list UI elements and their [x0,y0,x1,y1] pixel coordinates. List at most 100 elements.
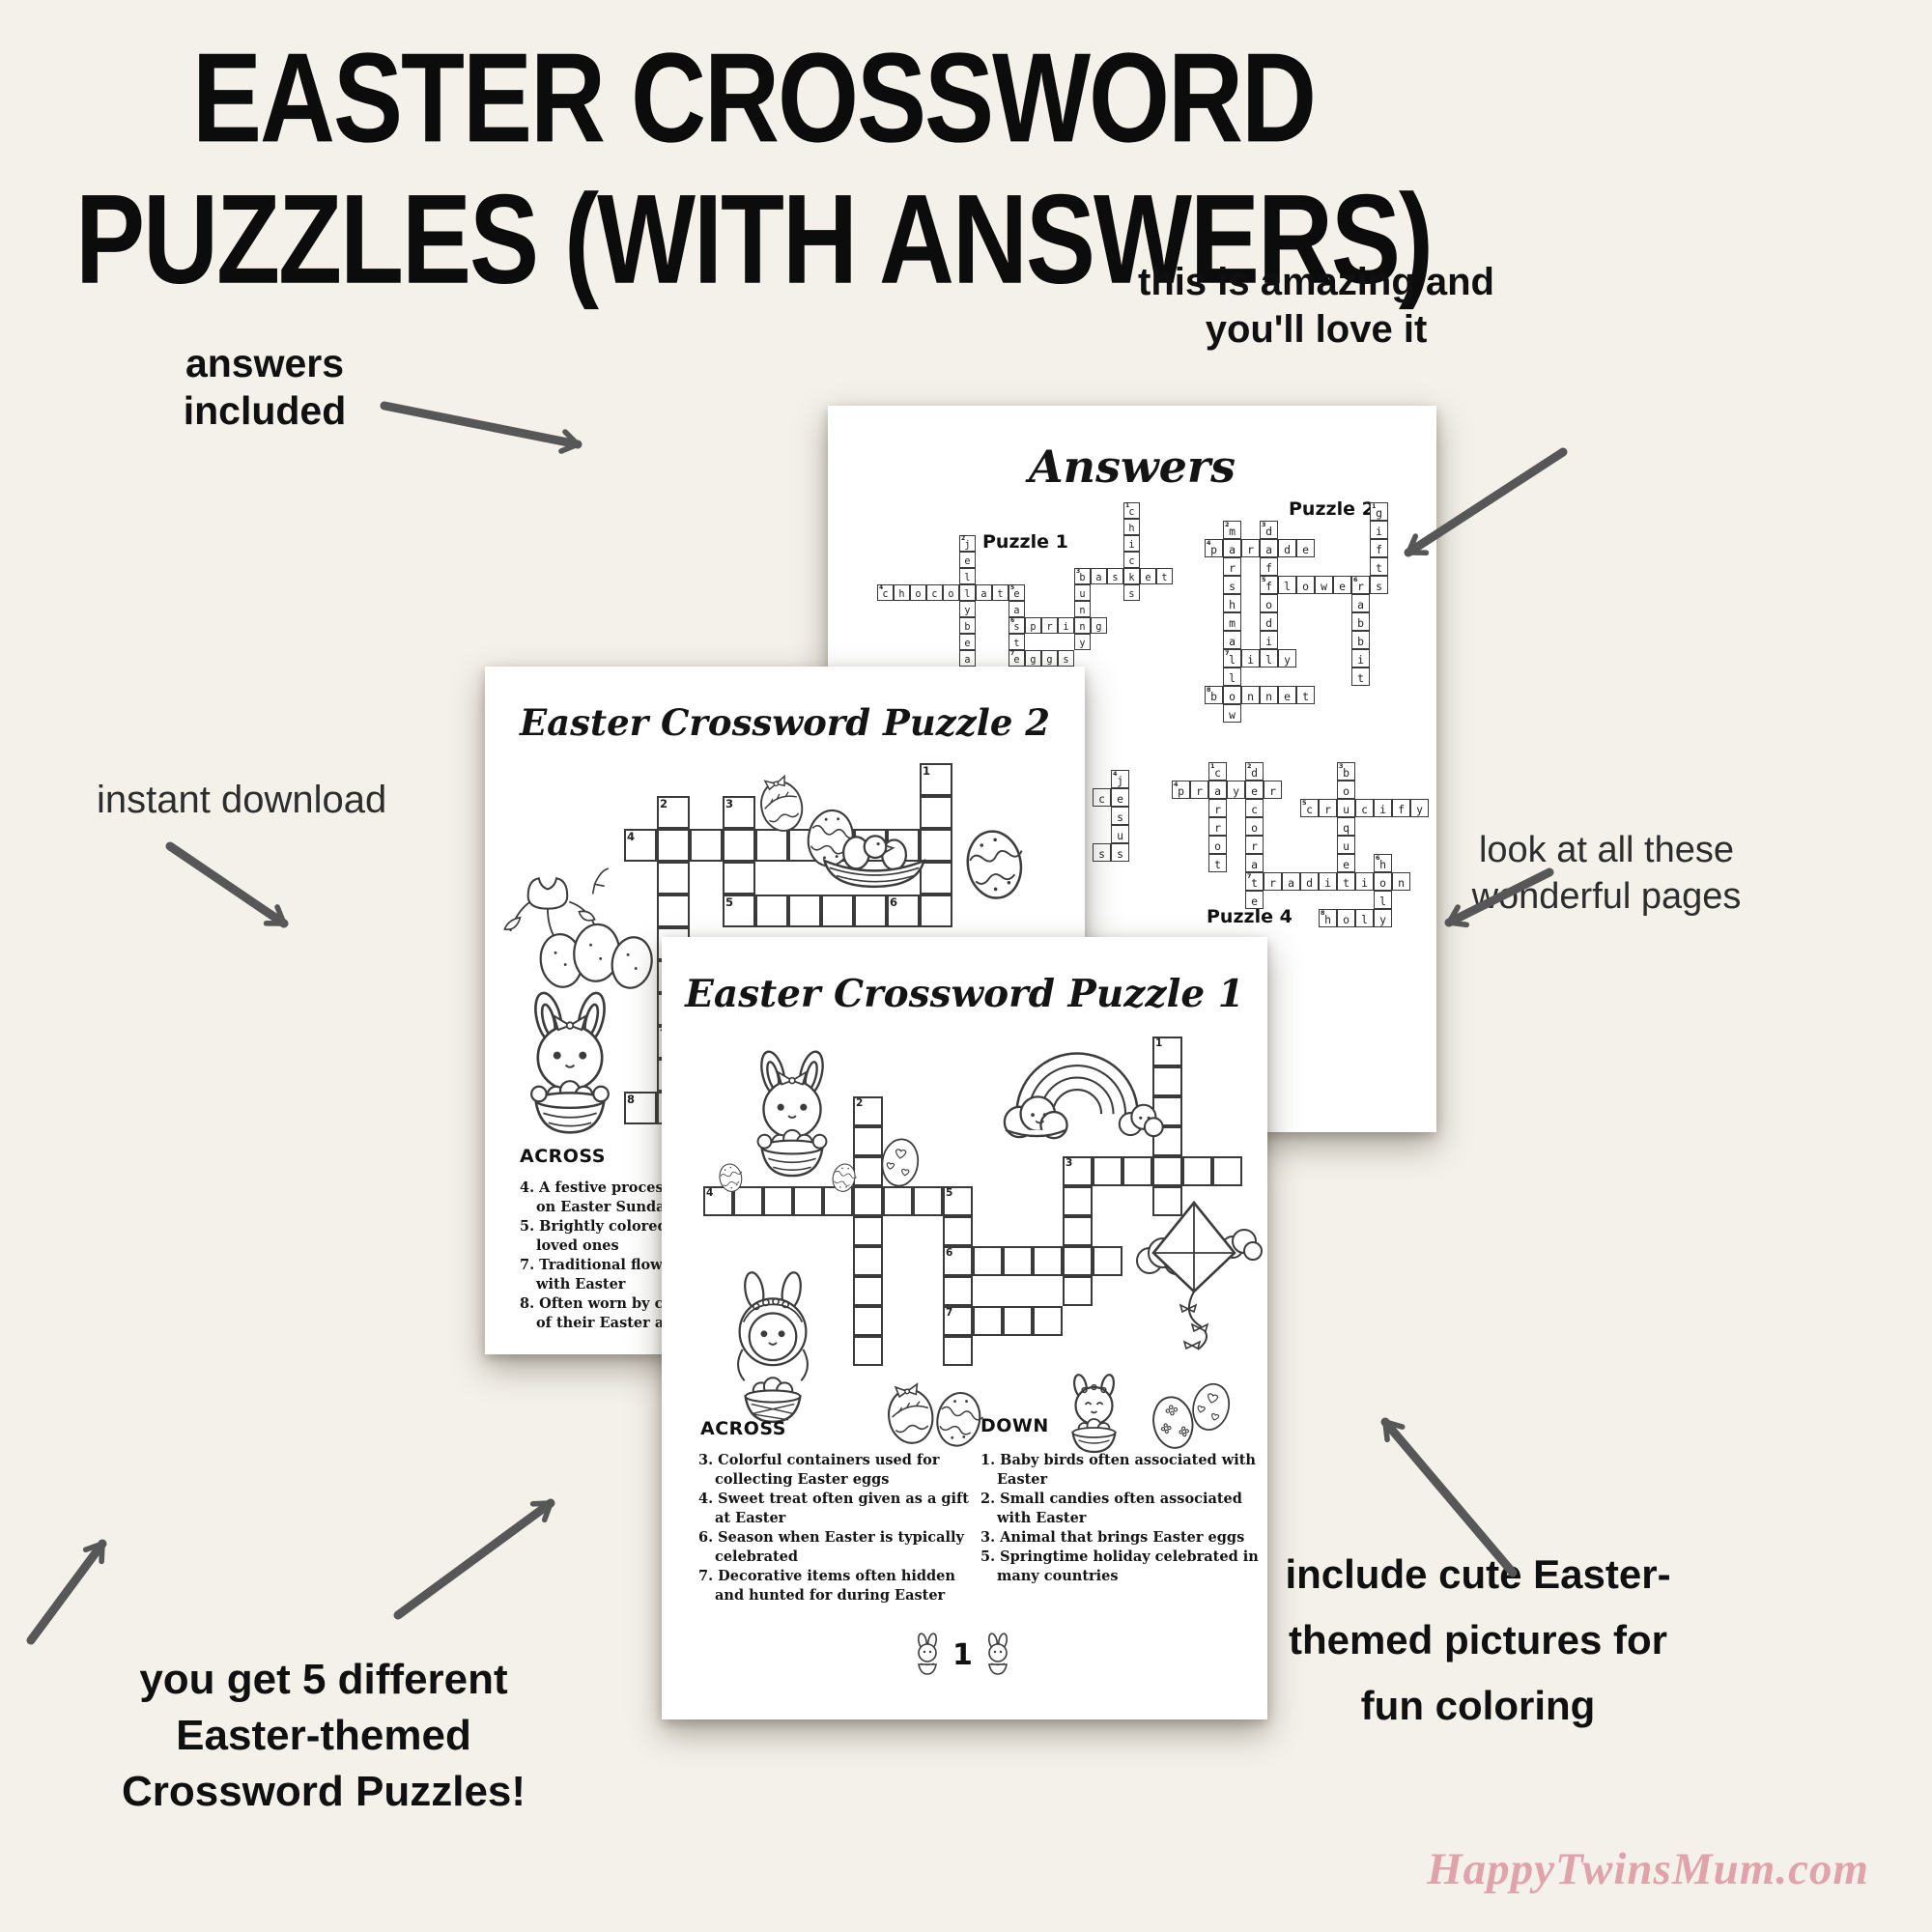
crossword-cell: f [1370,539,1388,557]
clue-line: on Easter Sunday [536,1199,673,1215]
crossword-cell: a [1223,539,1241,557]
crossword-cell [920,796,952,829]
crossword-cell: e [1337,854,1355,872]
crossword-cell: e [1278,686,1296,704]
crossword-cell: y [959,601,976,617]
crossword-cell: s [1370,576,1388,594]
watermark-happytwinsmum: HappyTwinsMum.com [1427,1844,1869,1894]
crossword-cell: r [1208,817,1227,836]
crossword-cell [1152,1186,1182,1216]
crossword-cell [1182,1156,1212,1186]
crossword-cell: 5 [723,895,755,927]
clue-line: 4. A festive processio [520,1179,687,1196]
crossword-cell: e [1140,568,1156,584]
crossword-cell: o [1260,594,1278,612]
puzzle2-page-title: Easter Crossword Puzzle 2 [519,701,1051,744]
crossword-cell: y [1374,909,1392,927]
crossword-cell: s [1111,843,1129,862]
crossword-cell: o [1374,872,1392,891]
crossword-cell: i [1319,872,1337,891]
note-cute-pictures: include cute Easter- themed pictures for… [1256,1542,1700,1739]
crossword-cell: y [1278,649,1296,668]
crossword-cell: g [1025,650,1041,667]
crossword-cell: a [1282,872,1300,891]
crossword-cell: k [1123,568,1140,584]
crossword-cell: e [1245,891,1264,909]
crossword-cell: r [1264,781,1282,799]
crossword-cell [755,895,788,927]
clue-line: loved ones [536,1237,619,1254]
note-cute-line2: themed pictures for [1288,1617,1668,1662]
crossword-cell [920,862,952,895]
crossword-cell: o [1245,817,1264,836]
crossword-cell: u [1337,836,1355,854]
crossword-cell: l [959,568,976,584]
crossword-cell: q [1337,817,1355,836]
crossword-cell: c [1123,552,1140,568]
crossword-cell: w [1223,704,1241,723]
crossword-cell: 3 [723,796,755,829]
note-answers-included: answers included [143,340,386,435]
heart-egg-icon [878,1136,923,1189]
crossword-cell: o [943,584,959,601]
clue-line: with Easter [997,1510,1087,1526]
crossword-cell: l [1355,909,1374,927]
crossword-cell: r [1245,836,1264,854]
crossword-cell: a [976,584,992,601]
crossword-cell [853,1126,883,1156]
clue-line: at Easter [715,1510,786,1526]
crossword-cell: g [1041,650,1058,667]
note-five-line1: you get 5 different [139,1656,508,1703]
clue-line: 1. Baby birds often associated with [980,1452,1256,1468]
note-wonderful-line2: wonderful pages [1471,876,1742,917]
crossword-cell: a [1351,594,1370,612]
note-wonderful-line1: look at all these [1478,830,1735,870]
crossword-cell [657,862,690,895]
note-amazing-line1: this is amazing and [1138,261,1494,303]
crossword-cell: a [1245,854,1264,872]
crossword-cell: s [1058,650,1074,667]
note-five-line3: Crossword Puzzles! [121,1768,526,1815]
crossword-cell [1212,1156,1242,1186]
clue-line: 4. Sweet treat often given as a gift [698,1491,969,1507]
crossword-cell [883,1186,913,1216]
crossword-cell [1033,1246,1063,1276]
clue-line: with Easter [536,1276,626,1293]
crossword-cell: i [1058,617,1074,634]
crossword-cell: l [1374,891,1392,909]
crossword-cell: 6 [943,1246,973,1276]
crossword-cell: 2 [657,796,690,829]
crossword-cell [1152,1156,1182,1186]
note-instant-download: instant download [97,779,406,822]
crossword-cell: f [1392,799,1410,817]
rainbow-clouds-icon [1003,1052,1164,1140]
crossword-cell: b [1351,612,1370,631]
headline-line-1: EASTER CROSSWORD [191,25,1317,169]
note-five-line2: Easter-themed [176,1712,471,1759]
crossword-cell [657,829,690,862]
clue-line: 5. Brightly colored bl [520,1218,688,1235]
crossword-cell [853,1306,883,1336]
clue-line: many countries [997,1568,1119,1584]
crossword-cell [1152,1066,1182,1096]
crossword-cell: o [910,584,926,601]
crossword-cell: r [1041,617,1058,634]
crossword-cell: 4 [703,1186,733,1216]
crossword-cell [690,829,723,862]
note-amazing: this is amazing and you'll love it [1121,259,1512,354]
note-instant-text: instant download [97,779,387,821]
crossword-cell: d [1278,539,1296,557]
crossword-cell: a [1091,568,1107,584]
crossword-cell: l [1223,668,1241,686]
